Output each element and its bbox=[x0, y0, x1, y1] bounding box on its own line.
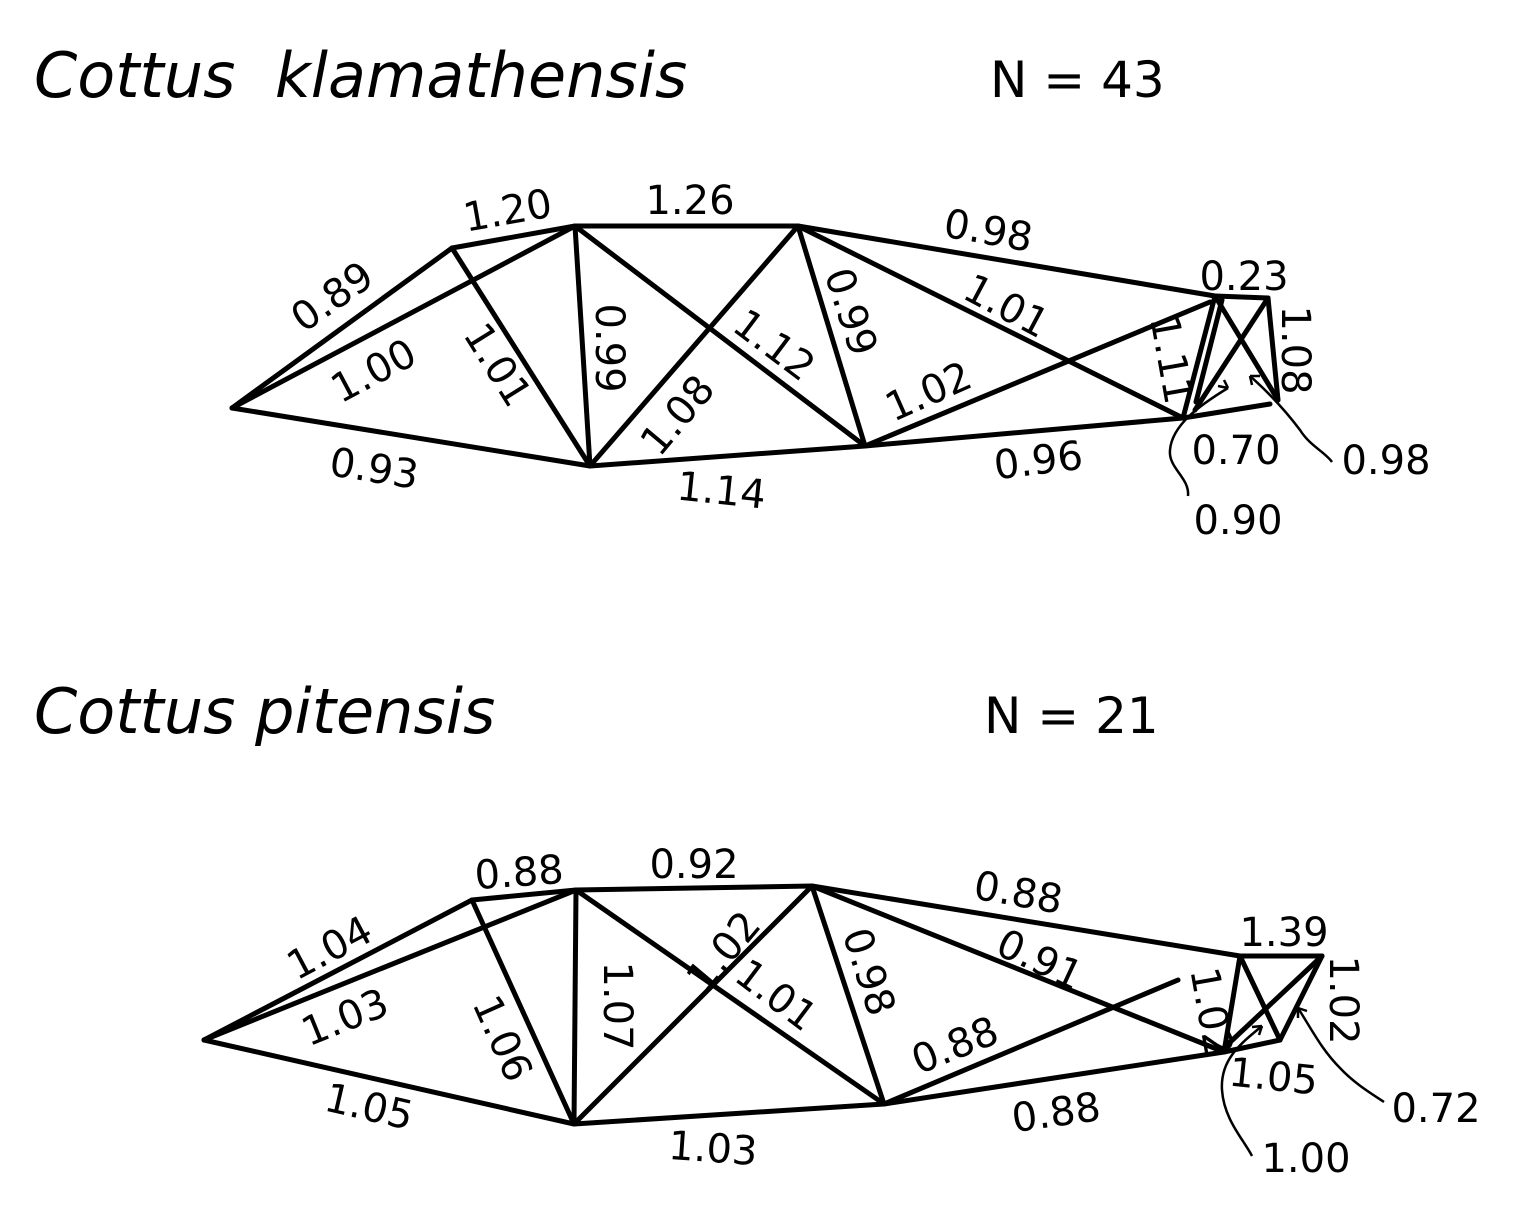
ratio-label: 1.26 bbox=[645, 178, 734, 224]
truss-edge bbox=[795, 223, 868, 449]
species-title: Cottus klamathensis bbox=[34, 39, 687, 112]
ratio-label: 0.93 bbox=[326, 439, 421, 498]
ratio-label: 1.03 bbox=[295, 980, 395, 1056]
truss-edge bbox=[809, 883, 1227, 1055]
leader-line bbox=[1251, 1024, 1264, 1036]
truss-edge bbox=[201, 1037, 577, 1127]
truss-edge bbox=[572, 223, 868, 449]
truss-diagram-pitensis: Cottus pitensis N = 21 bbox=[34, 675, 1481, 1182]
ratio-labels: 0.89 1.00 0.93 1.20 1.01 1.26 0.99 1.08 … bbox=[283, 178, 1431, 544]
ratio-label: 0.96 bbox=[991, 433, 1085, 490]
truss-edge bbox=[1237, 953, 1283, 1043]
ratio-label: 0.88 bbox=[1009, 1084, 1104, 1142]
truss-edge bbox=[1223, 953, 1325, 1049]
leader-line bbox=[1296, 1007, 1385, 1104]
ratio-label: 1.06 bbox=[463, 989, 541, 1089]
truss-edge bbox=[1277, 953, 1325, 1043]
truss-edge bbox=[571, 883, 815, 1127]
truss-edge bbox=[469, 897, 577, 1127]
truss-diagram-klamathensis: Cottus klamathensis N = 43 bbox=[34, 39, 1431, 544]
ratio-label: 0.90 bbox=[1193, 498, 1282, 544]
truss-edge bbox=[229, 405, 593, 469]
ratio-label: 1.05 bbox=[1227, 1050, 1320, 1105]
truss-edge bbox=[809, 883, 1243, 959]
sample-size-label: N = 21 bbox=[984, 687, 1159, 745]
ratio-label: 0.70 bbox=[1191, 428, 1280, 474]
truss-edge bbox=[1212, 293, 1281, 403]
ratio-label: 0.99 bbox=[586, 303, 632, 392]
truss-edge bbox=[881, 977, 1181, 1107]
ratio-label: 1.11 bbox=[1140, 312, 1201, 408]
truss-edge bbox=[201, 897, 475, 1043]
truss-edge bbox=[573, 883, 815, 893]
ratio-label: 1.03 bbox=[667, 1123, 759, 1175]
ratio-label: 0.89 bbox=[283, 253, 382, 342]
truss-edge bbox=[1193, 297, 1225, 405]
truss-edge bbox=[1212, 293, 1271, 301]
ratio-label: 0.98 bbox=[833, 923, 904, 1022]
truss-edge bbox=[1221, 953, 1243, 1055]
truss-edge bbox=[881, 1049, 1227, 1107]
ratio-label: 1.02 bbox=[1180, 964, 1241, 1060]
ratio-label: 0.72 bbox=[1391, 1086, 1480, 1132]
truss-edge bbox=[795, 223, 1186, 421]
leader-lines bbox=[1168, 374, 1334, 497]
ratio-label: 1.39 bbox=[1239, 910, 1328, 956]
ratio-label: 0.98 bbox=[1341, 438, 1430, 484]
ratio-label: 0.91 bbox=[989, 921, 1089, 1000]
leader-line bbox=[1296, 1006, 1308, 1018]
leader-line bbox=[1249, 375, 1334, 463]
truss-edge bbox=[795, 223, 1218, 299]
leader-lines bbox=[1220, 1006, 1385, 1157]
truss-edge bbox=[201, 887, 579, 1043]
ratio-label: 1.02 bbox=[1320, 955, 1366, 1044]
truss-edge bbox=[571, 887, 579, 1127]
ratio-label: 0.92 bbox=[649, 842, 738, 888]
species-title: Cottus pitensis bbox=[34, 675, 495, 748]
truss-edge bbox=[862, 415, 1186, 449]
truss-edge bbox=[587, 443, 868, 469]
leader-line bbox=[1217, 379, 1230, 390]
ratio-label: 1.01 bbox=[956, 265, 1056, 347]
leader-line bbox=[1248, 374, 1260, 386]
truss-edge bbox=[1192, 295, 1271, 413]
truss-edge bbox=[587, 223, 801, 469]
truss-edge bbox=[449, 245, 593, 469]
truss-edge bbox=[572, 223, 593, 469]
truss-edge bbox=[469, 887, 579, 903]
truss-edge bbox=[1180, 401, 1273, 421]
sample-size-label: N = 43 bbox=[990, 51, 1165, 109]
truss-edge bbox=[229, 223, 578, 411]
truss-edge bbox=[809, 883, 887, 1107]
truss-edge bbox=[1180, 293, 1218, 421]
truss-edge bbox=[449, 223, 578, 251]
truss-edge bbox=[571, 1101, 887, 1127]
ratio-label: 0.88 bbox=[473, 847, 565, 899]
ratio-label: 1.07 bbox=[594, 961, 640, 1050]
leader-line bbox=[1220, 1025, 1263, 1157]
truss-edge bbox=[862, 299, 1213, 449]
ratio-label: 1.00 bbox=[1261, 1136, 1350, 1182]
truss-edge bbox=[573, 887, 887, 1107]
leader-line bbox=[1168, 386, 1229, 497]
truss-edge bbox=[1221, 1037, 1283, 1055]
truss-edge bbox=[229, 245, 455, 411]
ratio-label: 1.08 bbox=[632, 367, 724, 465]
ratio-label: 1.14 bbox=[675, 464, 768, 519]
truss-edge bbox=[1265, 295, 1281, 403]
ratio-label: 1.00 bbox=[324, 330, 424, 412]
truss-network bbox=[201, 883, 1325, 1127]
truss-network bbox=[229, 223, 1281, 469]
ratio-label: 1.08 bbox=[1272, 305, 1318, 394]
ratio-label: 0.23 bbox=[1199, 254, 1288, 300]
